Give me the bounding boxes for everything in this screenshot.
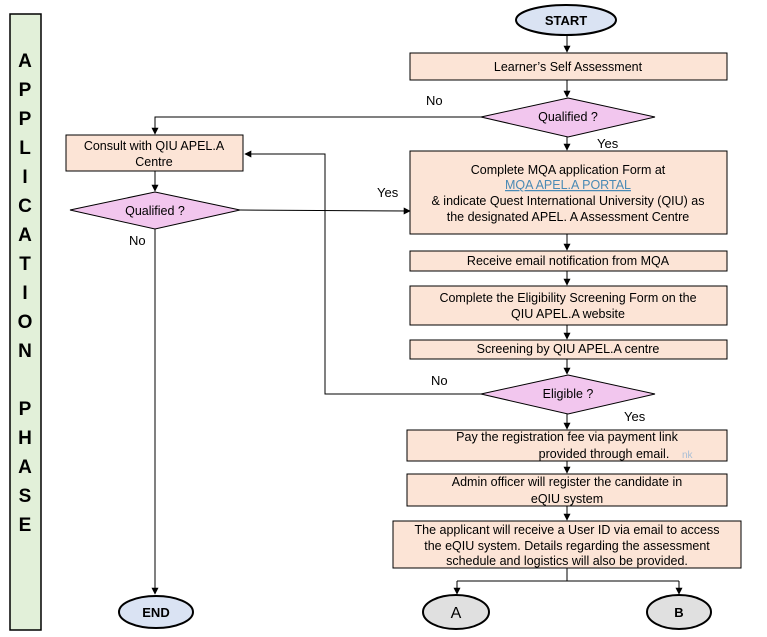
connector-a: A [422,594,490,630]
admin-register-box: Admin officer will register the candidat… [406,473,728,507]
user-id-box: The applicant will receive a User ID via… [392,520,742,569]
connector-b-label: B [674,605,683,620]
phase-letter: H [18,428,32,449]
email-notification-box: Receive email notification from MQA [409,250,728,272]
eligibility-form-box: Complete the Eligibility Screening Form … [409,285,728,326]
pay-fee-line1: Pay the registration fee via payment lin… [456,430,678,444]
admin-register-line1: Admin officer will register the candidat… [452,475,682,489]
consult-box: Consult with QIU APEL.A Centre [65,134,244,172]
edge-label-yes-3: Yes [624,409,646,424]
screening-label: Screening by QIU APEL.A centre [477,342,660,356]
phase-letter: I [22,167,27,188]
connectors [151,36,683,595]
screening-box: Screening by QIU APEL.A centre [409,339,728,360]
phase-letter: T [19,254,31,275]
phase-letter: O [18,312,33,333]
phase-letter: S [19,486,32,507]
mqa-form-line4: the designated APEL. A Assessment Centre [447,210,690,224]
phase-letter: A [18,457,32,478]
qualified-decision-2: Qualified ? [69,191,241,230]
edge-label-yes-1: Yes [597,136,619,151]
user-id-line2: the eQIU system. Details regarding the a… [424,539,710,553]
self-assessment-box: Learner’s Self Assessment [409,52,728,81]
eligible-label: Eligible ? [543,387,594,401]
phase-letter: P [19,399,32,420]
edge-label-no-3: No [431,373,448,388]
eligibility-form-line2: QIU APEL.A website [511,307,625,321]
edge-label-no-2: No [129,233,146,248]
phase-letter: L [19,138,31,159]
phase-letter: A [18,51,32,72]
connector-a-label: A [451,605,462,622]
connector-b: B [646,594,712,630]
phase-letter: C [18,196,32,217]
eligible-decision: Eligible ? [480,374,656,415]
start-terminal: START [515,4,617,36]
user-id-line1: The applicant will receive a User ID via… [415,523,720,537]
qualified-1-label: Qualified ? [538,110,598,124]
edge-label-no-1: No [426,93,443,108]
edge-labels: No Yes Yes No No Yes [129,93,646,424]
user-id-line3: schedule and logistics will also be prov… [446,554,688,568]
end-label: END [142,605,169,620]
pay-fee-line2: provided through email. [539,447,670,461]
phase-letter: N [18,341,32,362]
email-notification-label: Receive email notification from MQA [467,254,670,268]
phase-letter: P [19,109,32,130]
end-terminal: END [118,595,194,629]
admin-register-line2: eQIU system [531,492,603,506]
pay-fee-faint-text: nk [682,450,694,461]
mqa-form-line1: Complete MQA application Form at [471,163,666,177]
mqa-form-line3: & indicate Quest International Universit… [431,194,704,208]
self-assessment-label: Learner’s Self Assessment [494,60,643,74]
qualified-decision-1: Qualified ? [480,97,656,138]
qualified-2-label: Qualified ? [125,204,185,218]
phase-letter: A [18,225,32,246]
phase-letter: E [19,515,32,536]
start-label: START [545,13,587,28]
phase-letter: P [19,80,32,101]
pay-fee-box: Pay the registration fee via payment lin… [406,429,728,462]
consult-label-line1: Consult with QIU APEL.A [84,139,225,153]
mqa-portal-link[interactable]: MQA APEL.A PORTAL [505,178,631,192]
consult-label-line2: Centre [135,155,173,169]
mqa-form-box: Complete MQA application Form at MQA APE… [409,150,728,235]
eligibility-form-line1: Complete the Eligibility Screening Form … [439,291,696,305]
phase-letter: I [22,283,27,304]
edge-label-yes-2: Yes [377,185,399,200]
